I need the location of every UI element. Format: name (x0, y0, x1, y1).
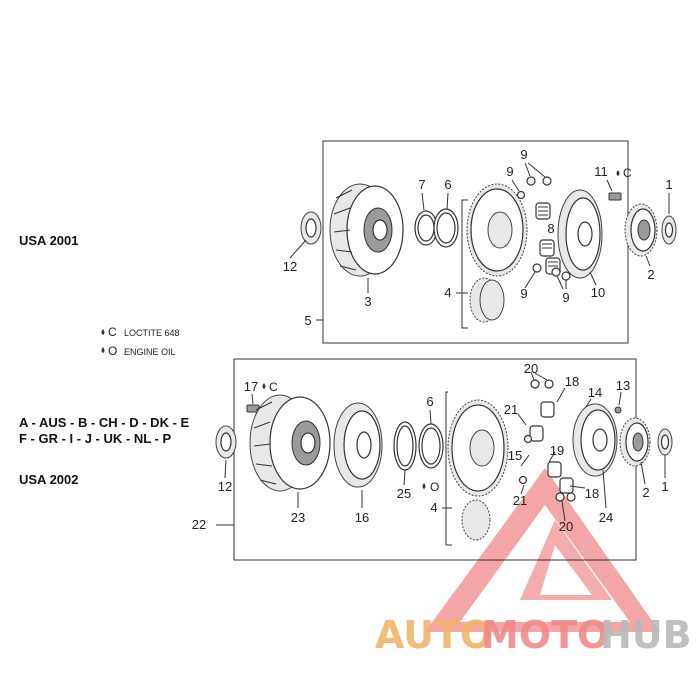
callout-13-bottom: 13 (616, 378, 630, 393)
watermark-part2: MOTO (481, 613, 609, 657)
part-8-springs-top (535, 202, 561, 275)
part-7-ring (414, 192, 438, 246)
part-23-clutch-housing-bottom (249, 394, 331, 508)
watermark-part1: AUTO (375, 613, 492, 657)
callout-6-oil-mark: O (430, 480, 439, 494)
loctite-drop-icon (616, 170, 620, 176)
top-callouts: 12 3 5 7 6 4 9 9 8 9 9 10 11 C 2 1 (283, 147, 673, 328)
callout-11-top: 11 (594, 164, 608, 179)
bottom-parts (215, 371, 673, 541)
label-markets-line2: F - GR - I - J - UK - NL - P (19, 431, 171, 446)
label-usa-2001: USA 2001 (19, 233, 79, 248)
callout-9b-top: 9 (506, 164, 513, 179)
callout-4-top: 4 (444, 285, 451, 300)
oil-drop-icon (101, 347, 105, 353)
label-markets-line1: A - AUS - B - CH - D - DK - E (19, 415, 190, 430)
callout-17-bottom: 17 (244, 379, 258, 394)
callout-15-bottom: 15 (508, 448, 522, 463)
loctite-drop-icon (101, 329, 105, 335)
label-usa-2002: USA 2002 (19, 472, 79, 487)
callout-10-top: 10 (591, 285, 605, 300)
part-16-plate (333, 402, 383, 508)
callout-1-bottom: 1 (661, 479, 668, 494)
callout-21a-bottom: 21 (504, 402, 518, 417)
part-12-washer-bottom (215, 425, 237, 479)
bottom-callouts: 17 C 12 22 23 16 25 6 O 4 20 18 14 13 21… (192, 361, 669, 534)
callout-22-bottom: 22 (192, 517, 206, 532)
callout-7-top: 7 (418, 177, 425, 192)
part-1-washer-top (661, 193, 677, 245)
watermark-text: AUTO MOTO HUB (375, 613, 692, 657)
watermark-part3: HUB (600, 613, 692, 657)
callout-20a-bottom: 20 (524, 361, 538, 376)
callout-25-bottom: 25 (397, 486, 411, 501)
part-2-gear-top (624, 203, 658, 267)
watermark-logo (425, 468, 660, 632)
part-2-gear-bottom (619, 417, 651, 485)
callout-12-bottom: 12 (218, 479, 232, 494)
callout-23-bottom: 23 (291, 510, 305, 525)
callout-1-top: 1 (665, 177, 672, 192)
part-springs-bottom (517, 371, 592, 522)
part-gear-bottom (447, 399, 509, 497)
callout-9c-top: 9 (520, 286, 527, 301)
part-11-bolt (606, 179, 622, 201)
part-6-ring-top (433, 192, 459, 248)
callout-18a-bottom: 18 (565, 374, 579, 389)
part-25-ring (393, 421, 417, 486)
oil-drop-icon (422, 483, 426, 489)
part-3-clutch-housing-top (329, 183, 404, 293)
part-6-ring-bottom (418, 409, 444, 469)
part-12-washer-top (289, 211, 322, 259)
callout-19-bottom: 19 (550, 443, 564, 458)
part-gear-top (466, 183, 528, 277)
callout-9a-top: 9 (520, 147, 527, 162)
callout-2-bottom: 2 (642, 485, 649, 500)
callout-11-loctite-mark: C (623, 166, 632, 180)
callout-18b-bottom: 18 (585, 486, 599, 501)
callout-6-top: 6 (444, 177, 451, 192)
bottom-assembly-frame (216, 358, 637, 561)
part-4-small-gear-bottom (442, 499, 491, 541)
callout-14-bottom: 14 (588, 385, 602, 400)
callout-24-bottom: 24 (599, 510, 613, 525)
callout-20b-bottom: 20 (559, 519, 573, 534)
callout-12-top: 12 (283, 259, 297, 274)
callout-6-bottom: 6 (426, 394, 433, 409)
callout-21b-bottom: 21 (513, 493, 527, 508)
legend-loctite-text: LOCTITE 648 (124, 328, 180, 338)
part-4-small-gear-top (456, 277, 505, 323)
legend-loctite-symbol: C (108, 325, 117, 339)
part-9-pads-top (511, 162, 571, 290)
callout-3-top: 3 (364, 294, 371, 309)
legend: C LOCTITE 648 O ENGINE OIL (101, 325, 180, 358)
loctite-drop-icon (262, 383, 266, 389)
top-parts (289, 162, 677, 323)
callout-8-top: 8 (547, 221, 554, 236)
callout-9d-top: 9 (562, 290, 569, 305)
callout-4-bottom: 4 (430, 500, 437, 515)
part-1-washer-bottom (657, 428, 673, 478)
legend-oil-text: ENGINE OIL (124, 347, 176, 357)
part-24-plate (572, 403, 618, 509)
callout-5-top: 5 (304, 313, 311, 328)
callout-16-bottom: 16 (355, 510, 369, 525)
callout-17-loctite-mark: C (269, 380, 278, 394)
part-10-plate-top (557, 189, 603, 286)
part-13-screw (614, 391, 622, 414)
legend-oil-symbol: O (108, 344, 117, 358)
callout-2-top: 2 (647, 267, 654, 282)
